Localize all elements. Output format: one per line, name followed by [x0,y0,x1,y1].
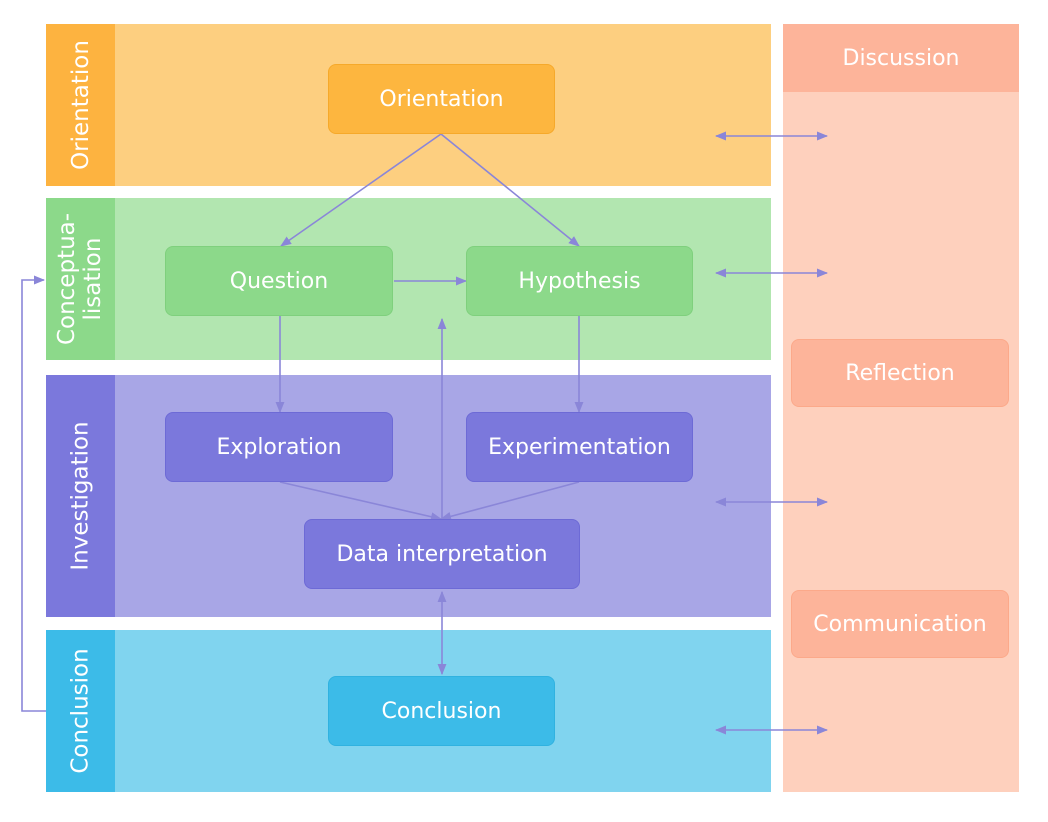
reflection-label: Reflection [845,360,955,386]
orientation-node-label: Orientation [379,86,504,112]
arrow-exploration-data [279,481,443,522]
discussion-panel [783,24,1019,792]
question-node-label: Question [229,268,329,294]
experimentation-node: Experimentation [466,412,693,482]
communication-label: Communication [813,611,987,637]
question-node: Question [165,246,393,316]
conclusion-node: Conclusion [328,676,555,746]
discussion-header: Discussion [783,24,1019,92]
orientation-node: Orientation [328,64,555,134]
data-interpretation-node: Data interpretation [304,519,580,589]
arrow-experimentation-data [439,481,580,521]
exploration-node-label: Exploration [216,434,342,460]
hypothesis-node-label: Hypothesis [518,268,641,294]
communication-box: Communication [791,590,1009,658]
arrow-orientation-question [280,133,442,247]
conclusion-side-label: Conclusion [46,630,115,792]
data-interpretation-node-label: Data interpretation [336,541,548,567]
discussion-title: Discussion [842,45,960,71]
orientation-side-label: Orientation [46,24,115,186]
hypothesis-node: Hypothesis [466,246,693,316]
reflection-box: Reflection [791,339,1009,407]
conceptualisation-side-label: Conceptua- lisation [46,198,115,360]
investigation-side-label: Investigation [46,375,115,617]
exploration-node: Exploration [165,412,393,482]
conclusion-node-label: Conclusion [381,698,502,724]
arrow-orientation-hypothesis [440,133,580,247]
feedback-loop-arrow [21,275,46,712]
experimentation-node-label: Experimentation [488,434,671,460]
